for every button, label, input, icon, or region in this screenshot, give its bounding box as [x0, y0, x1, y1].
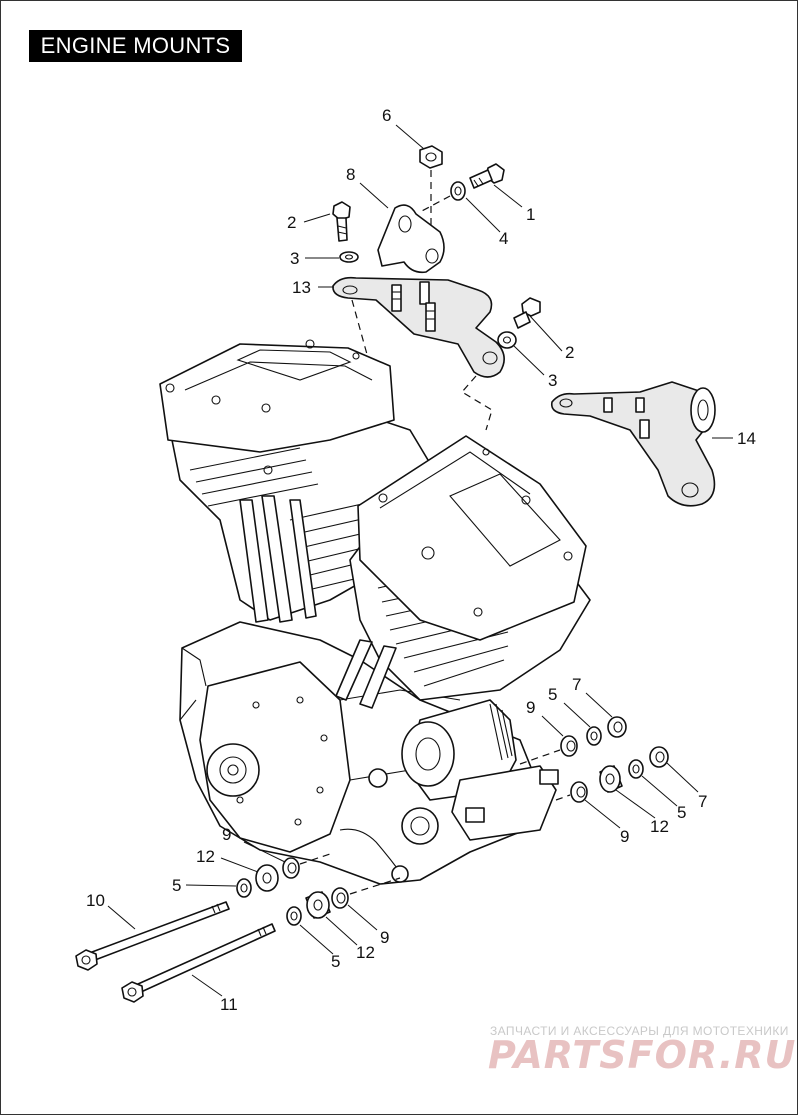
callout-12: 12 [650, 817, 669, 836]
callout-5: 5 [677, 803, 686, 822]
callout-7: 7 [572, 675, 581, 694]
callout-9: 9 [620, 827, 629, 846]
bolt-part [332, 201, 351, 242]
callout-1: 1 [526, 205, 535, 224]
assembly-line [555, 794, 571, 801]
engine-mount-bracket-part [550, 381, 716, 507]
callout-3: 3 [290, 249, 299, 268]
washer-part [339, 251, 359, 263]
nut-part [649, 746, 669, 768]
callout-5: 5 [172, 876, 181, 895]
spacer-part [331, 887, 349, 909]
nut-part [607, 716, 627, 738]
callout-12: 12 [356, 943, 375, 962]
bushing-part [599, 765, 623, 793]
callout-12: 12 [196, 847, 215, 866]
mount-plate-part [332, 276, 505, 378]
washer-part [586, 726, 602, 746]
assembly-line [299, 853, 331, 865]
callout-11: 11 [220, 995, 238, 1014]
washer-part [450, 181, 466, 201]
watermark-logo: PARTSFOR.RU [488, 1033, 797, 1077]
callout-3: 3 [548, 371, 557, 390]
callout-6: 6 [382, 106, 391, 125]
leader-lines [107, 124, 733, 997]
washer-part [497, 331, 517, 349]
assembly-line [419, 195, 451, 213]
callout-5: 5 [548, 685, 557, 704]
bushing-part [255, 864, 279, 892]
washer-part [236, 878, 252, 898]
spacer-part [282, 857, 300, 879]
bushing-part [305, 891, 331, 919]
long-bolt-part [121, 923, 276, 1003]
spacer-part [560, 735, 578, 757]
callout-13: 13 [292, 278, 311, 297]
callout-10: 10 [86, 891, 105, 910]
washer-part [286, 906, 302, 926]
callout-9: 9 [380, 928, 389, 947]
callout-2: 2 [287, 213, 296, 232]
spacer-part [570, 781, 588, 803]
callout-7: 7 [698, 792, 707, 811]
callout-5: 5 [331, 952, 340, 971]
assembly-line [461, 375, 493, 431]
long-bolt-part [75, 901, 230, 971]
washer-part [628, 759, 644, 779]
engine-illustration [159, 339, 591, 885]
callout-4: 4 [499, 229, 508, 248]
callout-2: 2 [565, 343, 574, 362]
bracket-part [377, 204, 445, 274]
bolt-part [469, 163, 505, 189]
watermark-tagline: ЗАПЧАСТИ И АКСЕССУАРЫ ДЛЯ МОТОТЕХНИКИ [490, 1024, 789, 1038]
callout-14: 14 [737, 429, 756, 448]
assembly-line [351, 299, 369, 359]
bolt-part [513, 297, 541, 329]
nut-part [419, 145, 443, 169]
callout-8: 8 [346, 165, 355, 184]
callout-9: 9 [222, 825, 231, 844]
callout-9: 9 [526, 698, 535, 717]
page-title: ENGINE MOUNTS [29, 30, 242, 62]
assembly-line [349, 877, 401, 895]
